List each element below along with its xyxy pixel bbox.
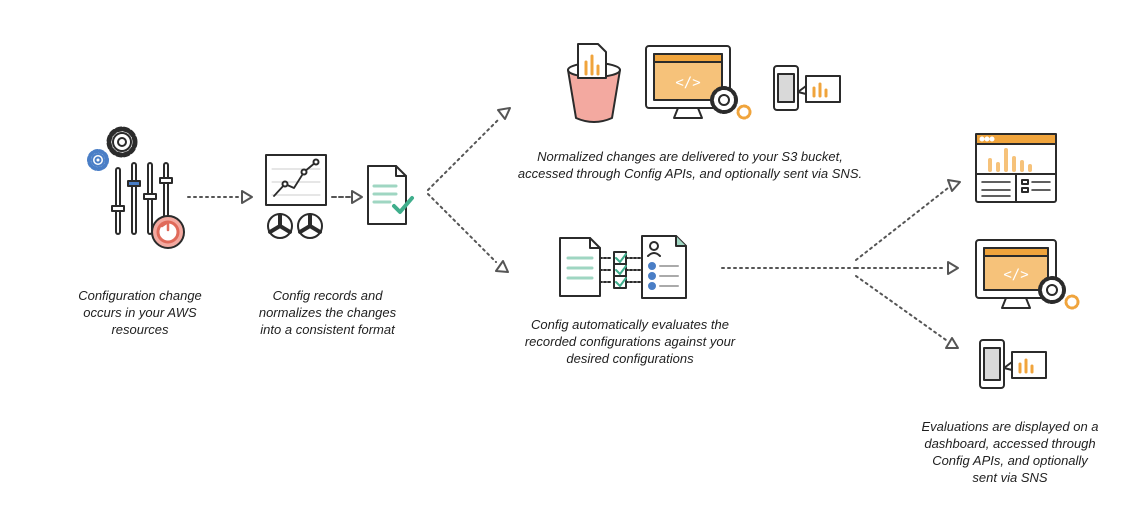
svg-text:</>: </>: [675, 75, 700, 91]
evaluation-checklist-icon: [559, 235, 687, 299]
refresh-icon: [151, 215, 185, 249]
sliders-icon: [111, 162, 173, 235]
step2-caption: Config records and normalizes the change…: [258, 288, 397, 337]
step4-caption: Config automatically evaluates the recor…: [524, 317, 736, 366]
step1-caption: Configuration change occurs in your AWS …: [78, 288, 202, 337]
svg-text:</>: </>: [1003, 267, 1028, 283]
s3-bucket-icon: [567, 43, 621, 123]
mobile-notification-icon: [979, 339, 1047, 389]
gear-icon: [87, 149, 109, 171]
step3-caption: Normalized changes are delivered to your…: [517, 149, 863, 181]
chart-icon: [265, 154, 327, 206]
monitor-code-icon: </>: [645, 45, 752, 120]
gear-icon: [106, 126, 138, 158]
dashboard-icon: [975, 133, 1057, 203]
step5-caption: Evaluations are displayed on a dashboard…: [921, 419, 1099, 485]
mobile-notification-icon: [773, 65, 841, 111]
monitor-code-icon: </>: [975, 239, 1080, 310]
document-check-icon: [367, 165, 414, 225]
fan-icon: [297, 213, 323, 239]
fan-icon: [267, 213, 293, 239]
